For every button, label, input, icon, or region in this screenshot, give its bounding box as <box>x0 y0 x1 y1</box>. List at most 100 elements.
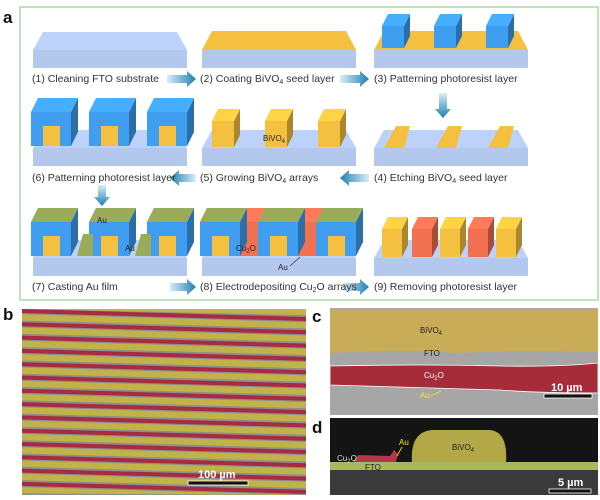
scale-label-c: 10 µm <box>551 382 583 394</box>
bivo4-array-5-2-front <box>265 121 287 147</box>
panel-label-c: c <box>312 307 321 326</box>
cu2o-stripe <box>22 455 306 468</box>
photoresist-bar-3-1-top <box>382 14 410 26</box>
cu2o-layer-d <box>353 450 398 462</box>
au-pointer-arrow <box>289 256 301 267</box>
photoresist-block-8-3-side <box>356 208 363 256</box>
arrow-right-7-8 <box>170 279 196 295</box>
arrow-right-2-3 <box>340 71 369 87</box>
bivo4-array-5-3-front <box>318 121 340 147</box>
photoresist-bar-3-2-side <box>456 14 462 48</box>
bivo4-core-7-1 <box>43 236 60 256</box>
fto-substrate-9-front <box>374 258 528 276</box>
bivo4-array-5-3-top <box>318 109 346 121</box>
au-side-label: Au <box>125 244 135 253</box>
bivo4-array-9-5-top <box>496 217 522 229</box>
photoresist-block-6-1-side <box>71 98 78 146</box>
bivo4-core-6-2 <box>101 126 118 146</box>
photoresist-bar-3-2-top <box>434 14 462 26</box>
au-film-gap-2 <box>135 234 151 256</box>
photoresist-bar-3-1-side <box>404 14 410 48</box>
step-caption-5: (5) Growing BiVO4 arrays <box>200 172 318 185</box>
bivo4-array-9-5-front <box>496 229 516 257</box>
bivo4-array-9-1-side <box>402 217 408 257</box>
cu2o-stripe <box>22 388 306 401</box>
step-caption-6: (6) Patterning photoresist layer <box>32 172 176 184</box>
cu2o-array-9-2-front <box>412 229 432 257</box>
bivo4-array-9-3-top <box>440 217 466 229</box>
scale-bar-c <box>543 393 593 399</box>
bivo4-array-5-1 <box>212 109 240 147</box>
cu2o-label-d: Cu2O <box>337 454 357 465</box>
bivo4-stripe <box>22 420 306 435</box>
scale-label-b: 100 µm <box>198 469 236 481</box>
bivo4-core-6-1 <box>43 126 60 146</box>
bivo4-stripe <box>22 340 306 356</box>
photoresist-block-6-2-top <box>89 98 136 112</box>
au-film-top-8-1 <box>200 208 247 222</box>
bivo4-core-8-1 <box>212 236 229 256</box>
bivo4-core-7-2 <box>101 236 118 256</box>
bivo4-core-8-2 <box>270 236 287 256</box>
step-caption-7: (7) Casting Au film <box>32 281 118 293</box>
au-film-top-8-2 <box>258 208 305 222</box>
bivo4-stripe <box>22 354 306 369</box>
step-caption-8: (8) Electrodepositing Cu2O arrays <box>200 281 357 294</box>
arrow-left-5-6 <box>170 170 196 186</box>
bivo4-array-5-3-side <box>340 109 346 147</box>
fto-substrate-2-front <box>202 50 356 68</box>
scale-bar-d <box>548 488 592 494</box>
bivo4-block-d <box>411 430 507 462</box>
bivo4-stripe <box>22 314 306 329</box>
bivo4-array-9-1-front <box>382 229 402 257</box>
photoresist-bar-3-3 <box>486 14 514 48</box>
fabrication-diagram <box>31 14 528 295</box>
bivo4-seed-strip-1 <box>384 126 410 148</box>
bivo4-array-9-5 <box>496 217 522 257</box>
photoresist-block-8-2-side <box>298 208 305 256</box>
bivo4-layer <box>330 309 598 353</box>
micrograph-d: Cu2O FTO BiVO4 Au 5 µm <box>330 418 598 495</box>
cu2o-stripe <box>22 402 306 415</box>
fto-substrate-3-front <box>374 50 528 68</box>
au-film-top-2 <box>89 208 136 222</box>
step-caption-9: (9) Removing photoresist layer <box>374 281 517 293</box>
photoresist-bar-3-3-side <box>508 14 514 48</box>
bivo4-core-8-3 <box>328 236 345 256</box>
cu2o-array-9-2 <box>412 217 438 257</box>
fto-substrate-5-front <box>202 148 356 166</box>
fto-layer-d <box>330 462 598 470</box>
photoresist-bar-3-3-top <box>486 14 514 26</box>
bivo4-stripe <box>22 380 306 395</box>
fto-substrate-1-top <box>33 32 187 50</box>
bivo4-array-9-1-top <box>382 217 408 229</box>
step-caption-4: (4) Etching BiVO4 seed layer <box>374 172 508 185</box>
arrow-down-6-7 <box>94 185 110 206</box>
scale-label-d: 5 µm <box>558 477 584 489</box>
bivo4-stripe <box>22 433 306 449</box>
cu2o-stripe <box>22 335 306 348</box>
au-film-top-8-3 <box>316 208 363 222</box>
photoresist-block-8-1-side <box>240 208 247 256</box>
photoresist-block-7-2-side <box>129 208 136 256</box>
bivo4-array-9-3-side <box>460 217 466 257</box>
bivo4-array-9-5-side <box>516 217 522 257</box>
cu2o-stripe <box>22 428 306 441</box>
arrow-down-3-4 <box>435 93 451 118</box>
fto-label-c: FTO <box>424 349 440 358</box>
fto-substrate-8-front <box>202 258 356 276</box>
cu2o-label: Cu2O <box>236 244 256 255</box>
panel-label-b: b <box>3 305 13 324</box>
arrow-right-8-9 <box>343 279 369 295</box>
photoresist-block-6-1 <box>31 98 78 146</box>
bivo4-array-9-3 <box>440 217 466 257</box>
photoresist-bar-3-3-front <box>486 26 508 48</box>
bivo4-array-5-2-side <box>287 109 293 147</box>
bivo4-stripe <box>22 327 306 342</box>
bivo4-seed-layer-2 <box>202 31 356 50</box>
au-arrow-label: Au <box>278 263 288 272</box>
cu2o-array-9-2-top <box>412 217 438 229</box>
cu2o-stripe <box>22 442 306 454</box>
fto-substrate-6-front <box>33 148 187 166</box>
